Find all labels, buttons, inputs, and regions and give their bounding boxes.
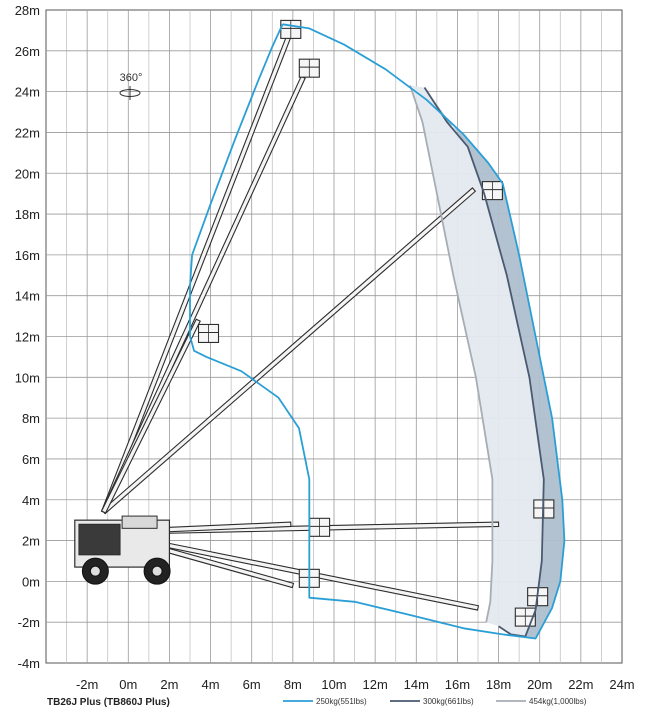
y-tick-label: 14m: [15, 289, 40, 304]
x-tick-labels: -2m 0m 2m 4m 6m 8m 10m 12m 14m 16m 18m 20m 22m 24m: [76, 677, 635, 692]
turntable: [121, 515, 158, 529]
x-tick-label: 24m: [609, 677, 634, 692]
machine-drawing: [74, 19, 555, 627]
y-tick-label: 22m: [15, 125, 40, 140]
legend-label: 300kg(661lbs): [423, 697, 474, 706]
x-tick-label: 2m: [160, 677, 178, 692]
y-tick-label: -4m: [18, 656, 40, 671]
y-tick-label: 0m: [22, 574, 40, 589]
envelope-line: [189, 23, 566, 640]
x-tick-label: 6m: [243, 677, 261, 692]
boom: [100, 75, 306, 514]
y-tick-label: 28m: [15, 3, 40, 18]
y-tick-label: 8m: [22, 411, 40, 426]
y-tick-label: 16m: [15, 248, 40, 263]
x-tick-label: 20m: [527, 677, 552, 692]
y-tick-label: -2m: [18, 615, 40, 630]
y-tick-label: 4m: [22, 493, 40, 508]
y-tick-label: 24m: [15, 85, 40, 100]
y-tick-label: 6m: [22, 452, 40, 467]
boom: [101, 187, 477, 515]
x-tick-label: 0m: [119, 677, 137, 692]
envelope-line: [409, 85, 494, 623]
y-tick-label: 18m: [15, 207, 40, 222]
y-tick-label: 2m: [22, 534, 40, 549]
boom: [100, 318, 201, 514]
x-tick-label: 14m: [404, 677, 429, 692]
y-tick-label: 20m: [15, 166, 40, 181]
rotation-indicator: 360°: [119, 72, 143, 100]
y-tick-label: 12m: [15, 330, 40, 345]
y-tick-label: 26m: [15, 44, 40, 59]
x-tick-label: -2m: [76, 677, 98, 692]
legend: 250kg(551lbs) 300kg(661lbs) 454kg(1,000lbs…: [283, 697, 587, 706]
y-tick-label: 10m: [15, 370, 40, 385]
wheel-hub: [89, 565, 101, 577]
wheel-hub: [151, 565, 163, 577]
x-tick-label: 10m: [321, 677, 346, 692]
envelope-curves: [189, 23, 566, 640]
x-tick-label: 18m: [486, 677, 511, 692]
engine-cover: [78, 523, 121, 556]
x-tick-label: 8m: [284, 677, 302, 692]
boom: [100, 35, 292, 514]
legend-label: 454kg(1,000lbs): [529, 697, 587, 706]
rotation-label: 360°: [120, 72, 143, 84]
x-tick-label: 16m: [445, 677, 470, 692]
y-tick-labels: 28m 26m 24m 22m 20m 18m 16m 14m 12m 10m 8m 6m 4m 2m 0m…: [15, 3, 40, 671]
x-tick-label: 4m: [202, 677, 220, 692]
x-tick-label: 22m: [568, 677, 593, 692]
model-label: TB26J Plus (TB860J Plus): [47, 697, 170, 708]
legend-label: 250kg(551lbs): [316, 697, 367, 706]
x-tick-label: 12m: [362, 677, 387, 692]
